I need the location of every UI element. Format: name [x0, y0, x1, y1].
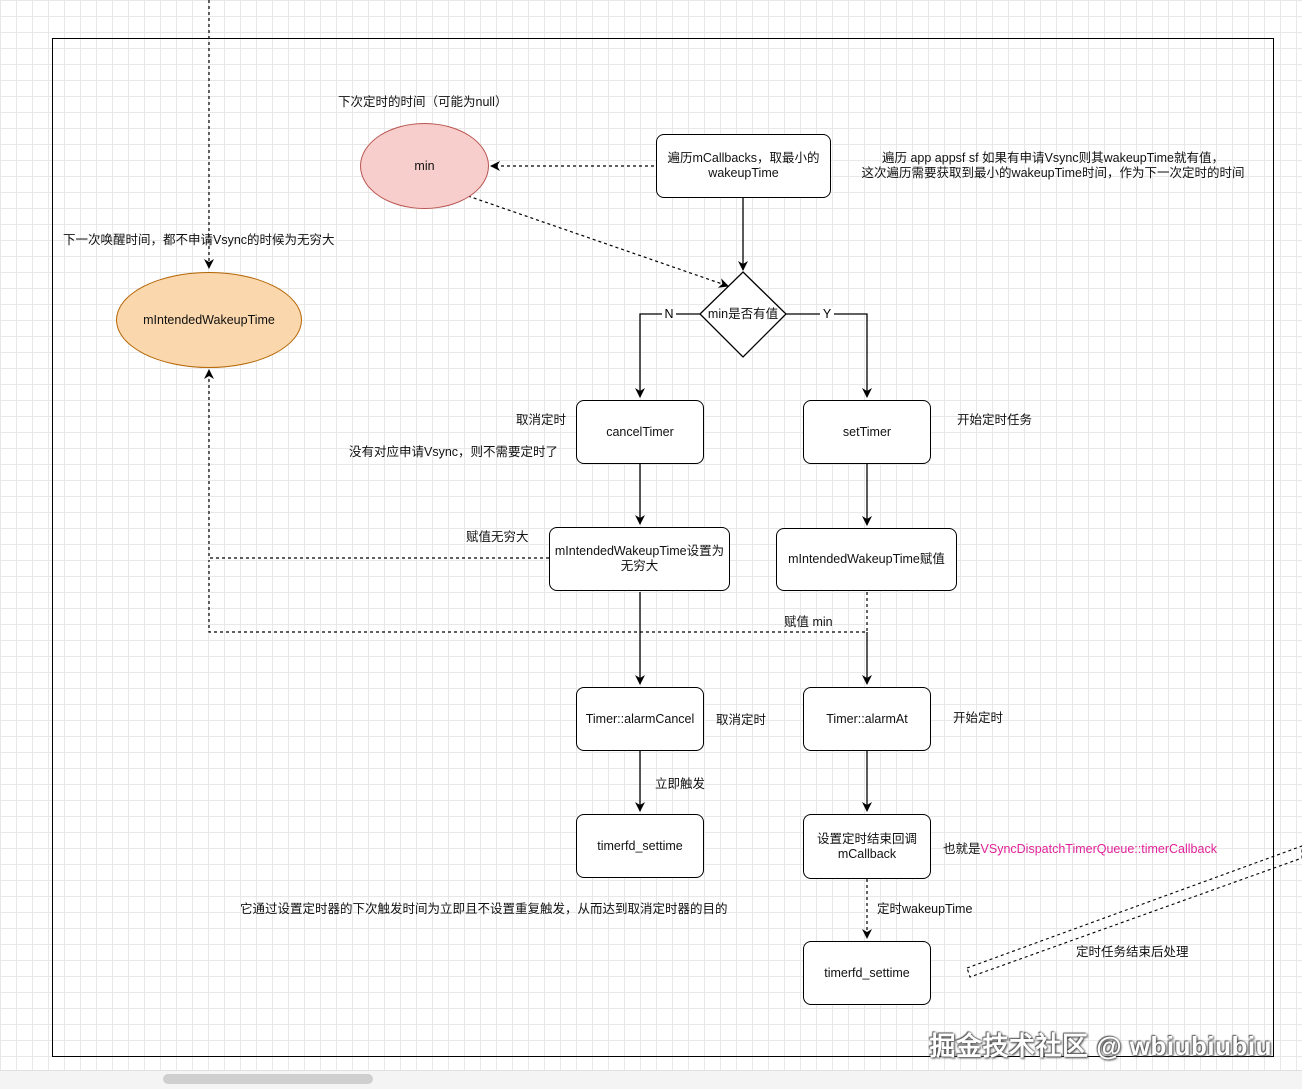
intended-wakeup-label: mIntendedWakeupTime	[143, 312, 275, 327]
alarm-cancel-node[interactable]: Timer::alarmCancel	[576, 687, 704, 751]
edge-decision-no	[635, 313, 700, 398]
edge-label-timed-wakeup: 定时wakeupTime	[877, 902, 973, 916]
decision-label: min是否有值	[707, 306, 779, 321]
annotation-iterate-2: 这次遍历需要获取到最小的wakeupTime时间，作为下一次定时的时间	[861, 166, 1245, 180]
set-timer-label: setTimer	[842, 424, 892, 439]
annotation-start-timer-task: 开始定时任务	[957, 413, 1033, 427]
edge-label-assign-min: 赋值 min	[784, 615, 833, 629]
annotation-no-vsync: 没有对应申请Vsync，则不需要定时了	[349, 445, 559, 459]
annotation-callback: 也就是VSyncDispatchTimerQueue::timerCallbac…	[943, 842, 1217, 857]
annotation-next-wakeup: 下一次唤醒时间，都不申请Vsync的时候为无穷大	[63, 233, 335, 247]
assign-infinite-label: mIntendedWakeupTime设置为无穷大	[554, 544, 725, 573]
cancel-timer-label: cancelTimer	[606, 424, 674, 439]
set-timer-node[interactable]: setTimer	[803, 400, 931, 464]
edge-label-timer-end: 定时任务结束后处理	[1076, 945, 1189, 959]
decision-label-box: min是否有值	[700, 304, 786, 324]
iterate-callbacks-label: 遍历mCallbacks，取最小的wakeupTime	[667, 151, 820, 180]
scrollbar-thumb[interactable]	[163, 1074, 373, 1084]
alarm-cancel-label: Timer::alarmCancel	[585, 711, 695, 726]
intended-wakeup-node[interactable]: mIntendedWakeupTime	[116, 272, 302, 368]
iterate-callbacks-node[interactable]: 遍历mCallbacks，取最小的wakeupTime	[656, 134, 831, 198]
edge-decision-yes	[786, 313, 872, 398]
cancel-timer-node[interactable]: cancelTimer	[576, 400, 704, 464]
annotation-next-time: 下次定时的时间（可能为null）	[338, 95, 508, 109]
annotation-bottom: 它通过设置定时器的下次触发时间为立即且不设置重复触发，从而达到取消定时器的目的	[240, 902, 728, 916]
annotation-assign-infinite: 赋值无穷大	[466, 530, 529, 544]
annotation-callback-prefix: 也就是	[943, 842, 981, 856]
timerfd-settime-right-node[interactable]: timerfd_settime	[803, 941, 931, 1005]
annotation-cancel: 取消定时	[716, 713, 767, 727]
edge-min-to-decision	[467, 195, 729, 288]
annotation-start: 开始定时	[953, 711, 1004, 725]
annotation-callback-name: VSyncDispatchTimerQueue::timerCallback	[980, 842, 1217, 856]
annotation-iterate-1: 遍历 app appsf sf 如果有申请Vsync则其wakeupTime就有…	[882, 151, 1224, 165]
annotation-cancel-timer: 取消定时	[516, 413, 567, 427]
edge-value-to-wakeup	[208, 560, 868, 633]
edge-label-trigger-now: 立即触发	[655, 777, 706, 791]
watermark: 掘金技术社区 @ wbiubiubiu	[929, 1031, 1272, 1061]
alarm-at-label: Timer::alarmAt	[826, 711, 908, 726]
alarm-at-node[interactable]: Timer::alarmAt	[803, 687, 931, 751]
assign-infinite-node[interactable]: mIntendedWakeupTime设置为无穷大	[549, 527, 730, 591]
timerfd-settime-left-label: timerfd_settime	[597, 838, 683, 853]
timerfd-settime-right-label: timerfd_settime	[824, 965, 910, 980]
assign-value-label: mIntendedWakeupTime赋值	[788, 552, 945, 566]
set-callback-node[interactable]: 设置定时结束回调mCallback	[803, 814, 931, 879]
decision-diamond[interactable]	[699, 271, 787, 358]
timerfd-settime-left-node[interactable]: timerfd_settime	[576, 814, 704, 878]
set-callback-label: 设置定时结束回调mCallback	[816, 831, 917, 861]
min-node-label: min	[414, 158, 435, 173]
edge-label-yes: Y	[823, 307, 832, 321]
assign-value-node[interactable]: mIntendedWakeupTime赋值	[776, 528, 957, 591]
min-node[interactable]: min	[360, 123, 489, 209]
edge-label-no: N	[664, 307, 673, 321]
